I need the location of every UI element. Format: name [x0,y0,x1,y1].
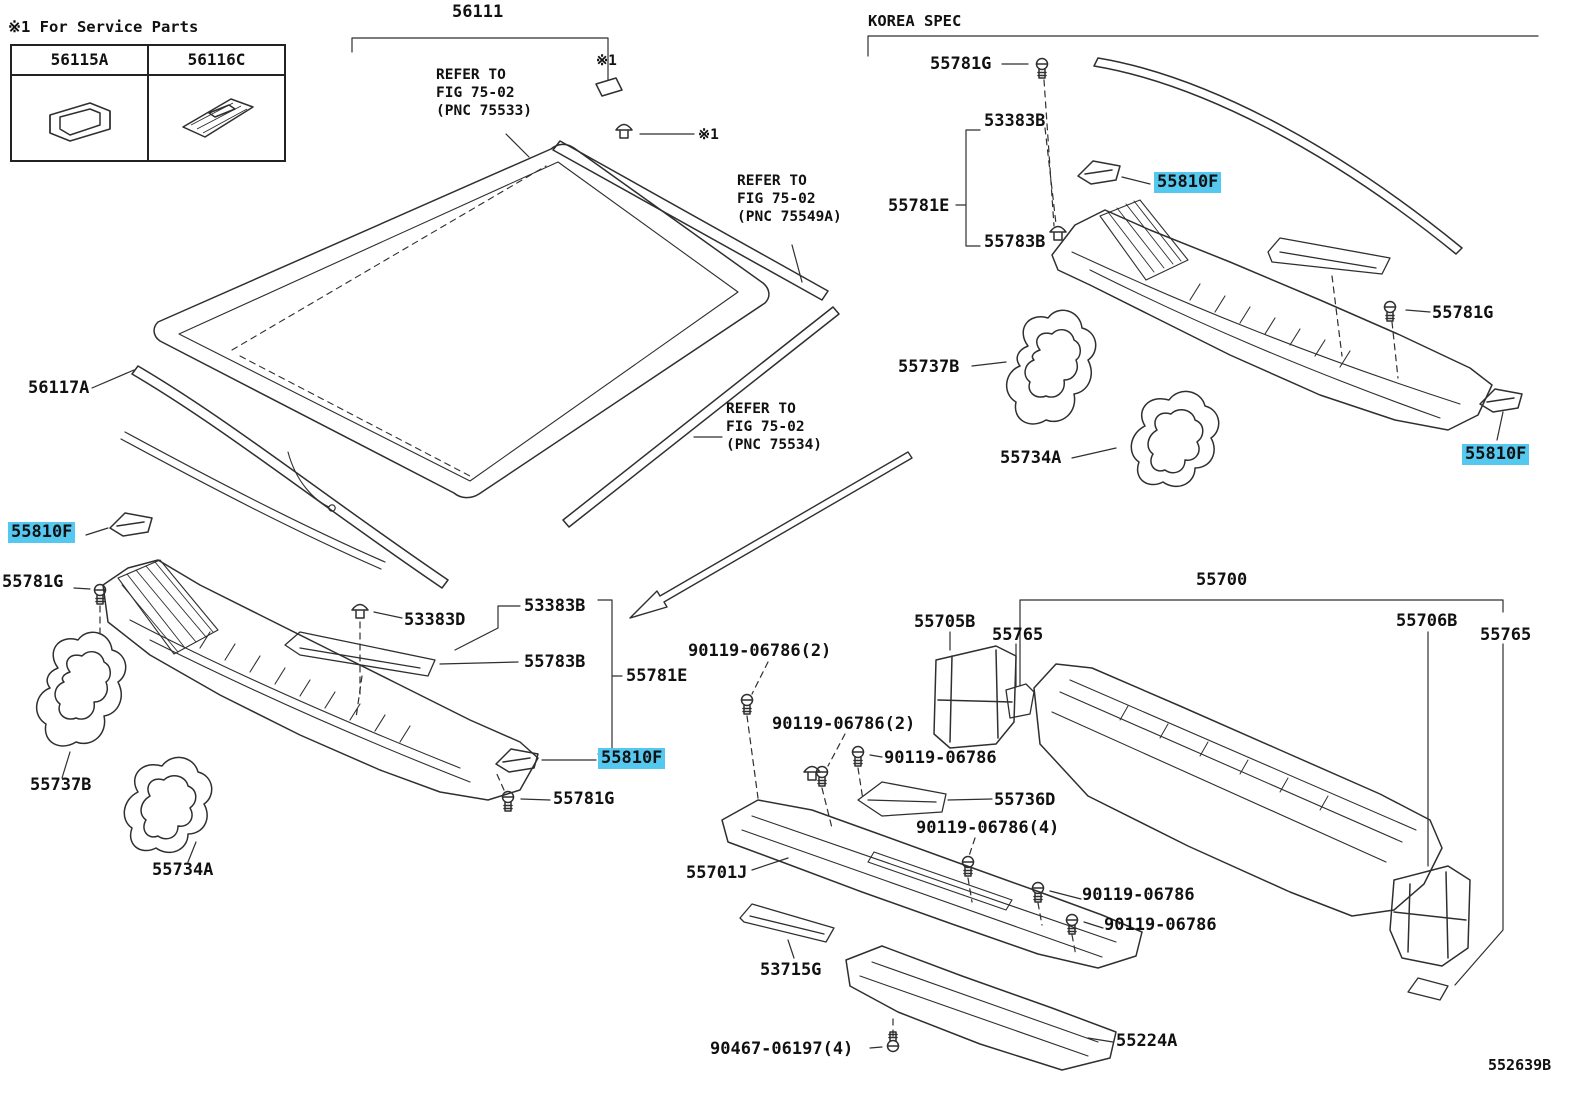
bolt-90119-a [740,693,754,715]
part-label-55765-right[interactable]: 55765 [1480,625,1532,645]
note-refer-75533: REFER TO FIG 75-02 (PNC 75533) [436,67,533,120]
clip-56115a-drawing [48,102,111,142]
molding-clip-star1-a [595,77,623,97]
part-label-55781g-korea-2[interactable]: 55781G [1432,303,1494,323]
note-service-parts: ※1 For Service Parts [8,18,199,36]
seal-55734a-korea [1130,390,1220,488]
clip-56116c-drawing [181,98,254,138]
note-refer-75549a: REFER TO FIG 75-02 (PNC 75549A) [737,173,842,226]
part-label-55734a-left[interactable]: 55734A [152,860,214,880]
part-label-56117a[interactable]: 56117A [28,378,90,398]
part-label-90119-06786-4[interactable]: 90119-06786(4) [916,818,1060,838]
korea-weatherstrip [1093,57,1463,255]
part-label-55783b-korea[interactable]: 55783B [984,232,1046,252]
part-label-55706b[interactable]: 55706B [1396,611,1458,631]
korea-section-rule [867,35,1539,57]
part-label-55701j[interactable]: 55701J [686,863,748,883]
part-label-55224a[interactable]: 55224A [1116,1031,1178,1051]
bracket-55705b [933,645,1017,749]
cowl-bracket-55810f-korea-2 [1479,388,1523,413]
part-label-55781g-left-1[interactable]: 55781G [2,572,64,592]
korea-leaders [955,63,1504,459]
part-label-55734a-korea[interactable]: 55734A [1000,448,1062,468]
part-label-53715g[interactable]: 53715G [760,960,822,980]
panel-55224a [845,945,1117,1071]
part-label-55781g-left-2[interactable]: 55781G [553,789,615,809]
strip-53715g [739,903,835,943]
part-label-55781e-korea[interactable]: 55781E [888,196,950,216]
part-label-56111[interactable]: 56111 [452,2,504,22]
note-refer-75534: REFER TO FIG 75-02 (PNC 75534) [726,401,823,454]
windshield-lower-molding-56117a [120,365,449,589]
part-label-55781e-left[interactable]: 55781E [626,666,688,686]
cowl-channel-55783b-left [284,631,436,677]
part-55765-right [1407,977,1449,1001]
molding-clip-star1-b [615,123,633,139]
note-korea-spec: KOREA SPEC [868,12,962,30]
cowl-panel-55701j [721,799,1143,969]
cowl-bracket-55810f-korea-1 [1077,160,1121,185]
part-label-90119-06786-2-a[interactable]: 90119-06786(2) [688,641,832,661]
cowl-bracket-55810f-left-1 [109,512,153,537]
part-label-55737b-korea[interactable]: 55737B [898,357,960,377]
part-label-53383d[interactable]: 53383D [404,610,466,630]
bolt-90119-c [851,745,865,767]
part-label-90467-06197-4[interactable]: 90467-06197(4) [710,1039,854,1059]
bracket-55736d [857,781,947,817]
grommet-clip [803,765,821,781]
clip-53383b-korea [1049,225,1067,241]
bolt-55781g-korea-1 [1035,57,1049,79]
part-label-55705b[interactable]: 55705B [914,612,976,632]
service-part-56115a-cell [12,76,149,160]
part-label-55736d[interactable]: 55736D [994,790,1056,810]
part-label-90119-06786-2-b[interactable]: 90119-06786(2) [772,714,916,734]
bolt-55781g-korea-2 [1383,300,1397,322]
windshield-side-molding [562,306,840,528]
service-part-56116c-cell [149,76,284,160]
part-label-55700[interactable]: 55700 [1196,570,1248,590]
part-label-55765-left[interactable]: 55765 [992,625,1044,645]
seal-55734a-left [123,756,213,854]
part-label-55810f-korea-2[interactable]: 55810F [1462,444,1530,466]
bolt-90119-f [1065,913,1079,935]
note-star1-a: ※1 [596,53,617,69]
cowl-bracket-55810f-left-2 [495,748,539,773]
bottom-bolt-leaders [746,661,1114,1049]
cowl-louver-korea [1051,199,1493,431]
part-label-53383b-korea[interactable]: 53383B [984,111,1046,131]
part-label-90119-06786-b[interactable]: 90119-06786 [1082,885,1195,905]
windshield-upper-molding [552,140,829,301]
bracket-55706b [1389,865,1471,967]
part-label-55781g-korea-1[interactable]: 55781G [930,54,992,74]
direction-arrow [629,451,913,619]
part-label-90119-06786-a[interactable]: 90119-06786 [884,748,997,768]
part-label-55810f-left-1[interactable]: 55810F [8,522,76,544]
service-part-56115a-label: 56115A [12,46,149,74]
part-label-55810f-korea-1[interactable]: 55810F [1154,172,1222,194]
part-label-55810f-left-2[interactable]: 55810F [598,748,666,770]
cowl-panel-right [1033,663,1443,917]
part-55765-left [1005,683,1035,719]
part-label-90119-06786-c[interactable]: 90119-06786 [1104,915,1217,935]
diagram-code: 552639B [1488,1056,1552,1074]
part-label-53383b-left[interactable]: 53383B [524,596,586,616]
part-label-55783b-left[interactable]: 55783B [524,652,586,672]
clip-53383d [351,603,369,619]
seal-55737b-left [35,631,127,747]
part-label-55737b-left[interactable]: 55737B [30,775,92,795]
service-part-56116c-label: 56116C [187,50,246,69]
cowl-louver-left [102,559,539,801]
note-star1-b: ※1 [698,127,719,143]
service-parts-table: 56115A 56116C [10,44,286,162]
windshield-glass [153,143,770,512]
seal-55737b-korea [1005,309,1097,425]
cowl-left-leaders [61,527,623,863]
